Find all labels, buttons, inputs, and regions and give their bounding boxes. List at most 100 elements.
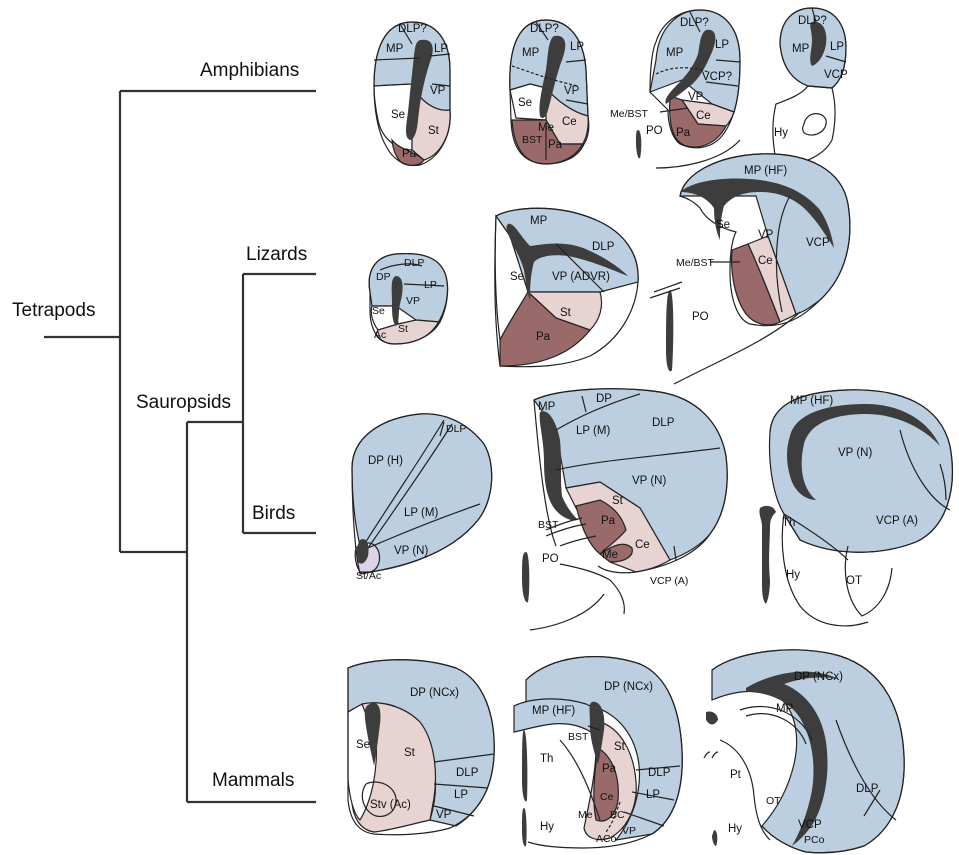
label-st: St bbox=[398, 323, 408, 335]
label-po: PO bbox=[646, 125, 663, 137]
third-ventricle bbox=[522, 730, 527, 801]
label-pa: Pa bbox=[536, 331, 551, 343]
label-vp-n: VP (N) bbox=[394, 545, 428, 557]
label-mp: MP bbox=[538, 401, 556, 413]
label-vcp: VCP bbox=[824, 69, 848, 81]
preoptic-ventricle bbox=[522, 552, 529, 602]
label-dlp: DLP bbox=[404, 257, 424, 269]
bird-section-3: MP (HF) VP (N) Th VCP (A) Hy OT bbox=[759, 390, 952, 626]
label-stv-ac: Stv (Ac) bbox=[370, 799, 411, 811]
label-hy: Hy bbox=[774, 127, 788, 139]
label-lp: LP bbox=[830, 41, 844, 53]
label-dlp: DLP? bbox=[680, 17, 709, 29]
label-dlp: DLP bbox=[856, 783, 879, 795]
label-vcp-a: VCP (A) bbox=[876, 515, 918, 527]
label-mp-hf: MP (HF) bbox=[532, 705, 575, 717]
label-dlp: DLP? bbox=[398, 23, 427, 35]
label-me-bst: Me/BST bbox=[676, 257, 715, 269]
label-ot: OT bbox=[766, 795, 781, 807]
label-pa: Pa bbox=[676, 127, 691, 139]
third-ventricle-lower bbox=[522, 808, 527, 846]
lizard-section-3: MP (HF) Se VP VCP Me/BST Ce PO bbox=[650, 154, 850, 384]
thalamus-marker bbox=[706, 711, 718, 724]
label-pa: Pa bbox=[602, 763, 617, 775]
label-vp: VP bbox=[758, 229, 774, 241]
bird-section-2: MP DP DLP LP (M) VP (N) St BST Pa PO Ce … bbox=[522, 389, 727, 630]
label-dlp: DLP? bbox=[530, 23, 559, 35]
label-vp: VP bbox=[406, 295, 420, 307]
amphibian-section-1: DLP? MP LP VP Se St Pa bbox=[374, 22, 450, 166]
label-se: Se bbox=[510, 271, 524, 283]
label-ce: Ce bbox=[635, 539, 650, 551]
label-lp: LP bbox=[454, 789, 468, 801]
label-lp: LP bbox=[570, 41, 584, 53]
label-st: St bbox=[428, 125, 440, 137]
label-ce: Ce bbox=[696, 110, 711, 122]
label-dlp: DLP bbox=[592, 241, 615, 253]
label-pt: Pt bbox=[730, 769, 742, 781]
label-th: Th bbox=[782, 517, 795, 529]
label-se: Se bbox=[518, 97, 532, 109]
label-dp: DP bbox=[596, 393, 612, 405]
label-lp: LP bbox=[715, 39, 729, 51]
label-vcp: VCP? bbox=[702, 71, 732, 83]
label-me: Me bbox=[538, 122, 554, 134]
label-hy: Hy bbox=[540, 821, 554, 833]
label-ce: Ce bbox=[600, 791, 614, 803]
label-dlp: DLP bbox=[648, 767, 671, 779]
label-pa: Pa bbox=[548, 139, 563, 151]
label-th: Th bbox=[540, 753, 553, 765]
label-mp: MP bbox=[776, 703, 794, 715]
label-dp-ncx: DP (NCx) bbox=[604, 681, 653, 693]
amphibian-section-2: DLP? MP LP VP Se Ce Me BST Pa bbox=[510, 20, 589, 164]
label-me: Me bbox=[578, 809, 593, 821]
label-st-ac: St/Ac bbox=[356, 570, 381, 582]
label-hy: Hy bbox=[728, 823, 742, 835]
label-po: PO bbox=[542, 553, 559, 565]
hypothalamus-structure bbox=[803, 114, 827, 135]
lizard-section-2: MP DLP Se VP (ADVR) St Pa bbox=[495, 208, 638, 366]
label-aco: ACo bbox=[596, 833, 617, 845]
label-st: St bbox=[614, 741, 626, 753]
label-st: St bbox=[560, 307, 572, 319]
label-dp: DP bbox=[376, 271, 391, 283]
label-vcp: VCP bbox=[798, 819, 822, 831]
label-mp: MP bbox=[386, 43, 404, 55]
label-mp-hf: MP (HF) bbox=[744, 165, 787, 177]
label-ac: Ac bbox=[374, 329, 386, 341]
label-vp-advr: VP (ADVR) bbox=[552, 271, 610, 283]
label-vp: VP bbox=[622, 825, 636, 837]
label-ce: Ce bbox=[562, 116, 577, 128]
label-dp-h: DP (H) bbox=[368, 455, 403, 467]
phylogenetic-tree bbox=[44, 91, 316, 802]
label-vp: VP bbox=[430, 85, 446, 97]
label-st: St bbox=[612, 495, 624, 507]
label-ot: OT bbox=[846, 575, 862, 587]
label-vp: VP bbox=[436, 809, 452, 821]
preoptic-ventricle bbox=[666, 290, 673, 371]
label-vcp: VCP bbox=[806, 237, 830, 249]
label-mp: MP bbox=[666, 47, 684, 59]
hypothalamus-marker bbox=[712, 830, 717, 846]
amphibian-section-3: DLP? MP LP VCP? VP Ce Me/BST PO Pa bbox=[610, 10, 740, 168]
label-ce: Ce bbox=[758, 255, 773, 267]
label-hy: Hy bbox=[786, 569, 800, 581]
label-me: Me bbox=[602, 549, 618, 561]
label-dlp: DLP? bbox=[798, 15, 827, 27]
label-mp: MP bbox=[792, 43, 810, 55]
label-vp: VP bbox=[688, 91, 704, 103]
label-dp-ncx: DP (NCx) bbox=[410, 687, 459, 699]
lizard-section-1: DLP DP LP Se VP St Ac bbox=[369, 254, 447, 344]
label-st: St bbox=[404, 747, 416, 759]
label-dlp: DLP bbox=[652, 417, 675, 429]
thalamus-ventricle bbox=[759, 506, 776, 604]
label-lp: LP bbox=[424, 279, 437, 291]
label-lp-m: LP (M) bbox=[404, 507, 438, 519]
label-se: Se bbox=[716, 219, 730, 231]
bird-section-1: DLP DP (H) LP (M) VP (N) St/Ac bbox=[352, 414, 492, 582]
label-dp-ncx: DP (NCx) bbox=[794, 671, 843, 683]
label-vcp-a: VCP (A) bbox=[650, 575, 688, 587]
label-bst: BST bbox=[522, 134, 543, 146]
label-me-bst: Me/BST bbox=[610, 108, 649, 120]
label-mp: MP bbox=[522, 47, 540, 59]
